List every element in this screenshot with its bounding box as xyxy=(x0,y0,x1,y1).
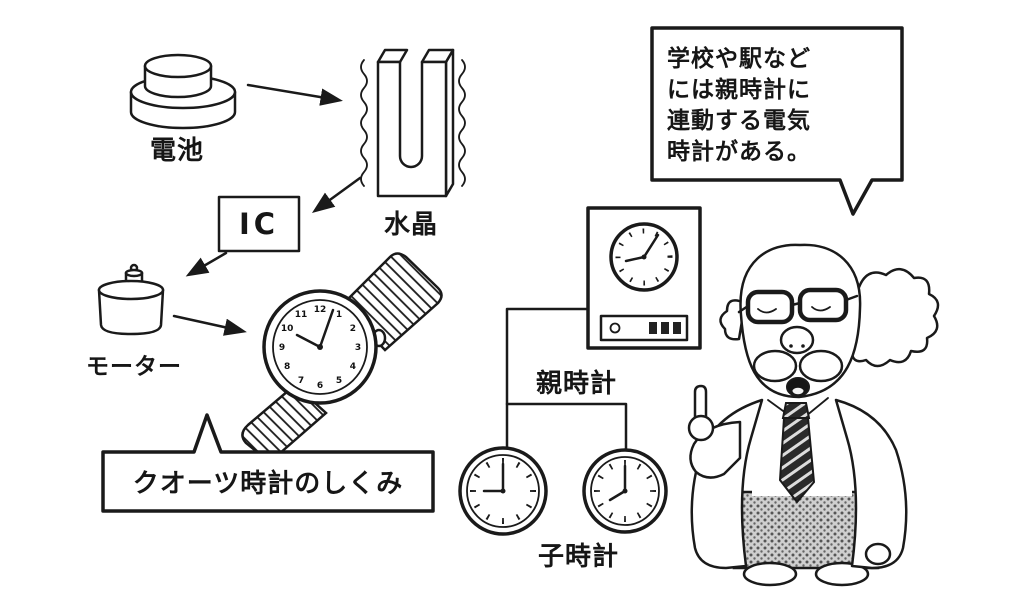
watch-minute-hand xyxy=(318,308,335,349)
child-clock-2 xyxy=(582,448,668,534)
speech-bubble xyxy=(650,26,904,216)
quartz-label: 水晶 xyxy=(384,210,439,240)
svg-text:4: 4 xyxy=(350,362,356,372)
arrow-battery-to-quartz xyxy=(246,83,343,106)
ic-label: IC xyxy=(238,207,280,241)
professor-pointing-hand xyxy=(687,384,742,479)
child-clocks-label: 子時計 xyxy=(538,542,620,572)
quartz-crystal-illustration xyxy=(360,48,466,198)
professor-hair-right xyxy=(850,268,940,368)
caption-text: クオーツ時計のしくみ xyxy=(132,469,404,499)
speech-bubble-text: 学校や駅など には親時計に 連動する電気 時計がある。 xyxy=(667,46,811,165)
professor-right-hand xyxy=(864,542,892,566)
professor-tie xyxy=(778,402,816,504)
arrow-ic-to-motor xyxy=(185,251,228,277)
professor-illustration xyxy=(687,243,940,587)
svg-text:2: 2 xyxy=(350,324,356,334)
ic-box xyxy=(217,195,301,253)
svg-text:12: 12 xyxy=(314,305,327,315)
svg-text:6: 6 xyxy=(317,381,323,391)
clock-wiring-lines xyxy=(505,307,628,451)
child-clock-1 xyxy=(458,446,548,536)
battery-illustration xyxy=(129,53,237,130)
closed-eye-left xyxy=(757,308,777,314)
professor-glasses xyxy=(737,287,859,325)
svg-text:5: 5 xyxy=(336,376,342,386)
arrow-quartz-to-ic xyxy=(311,176,362,213)
professor-coat-right xyxy=(834,398,908,570)
professor-shoe-right xyxy=(814,561,870,587)
svg-text:11: 11 xyxy=(295,310,308,320)
closed-eye-right xyxy=(811,306,831,312)
professor-mouth xyxy=(786,377,810,397)
arrow-motor-to-watch xyxy=(172,314,247,336)
professor-nose xyxy=(779,325,815,355)
professor-shoe-left xyxy=(742,561,798,587)
caption-bubble xyxy=(101,413,435,513)
master-clock-label: 親時計 xyxy=(536,369,618,399)
battery-label: 電池 xyxy=(150,136,205,166)
svg-text:8: 8 xyxy=(284,362,290,372)
svg-text:9: 9 xyxy=(279,343,285,353)
svg-text:3: 3 xyxy=(355,343,361,353)
svg-text:7: 7 xyxy=(298,376,304,386)
professor-hair-left xyxy=(719,299,747,341)
svg-text:10: 10 xyxy=(281,324,294,334)
professor-mustache-left xyxy=(752,349,798,383)
motor-illustration xyxy=(97,263,165,336)
master-clock-panel xyxy=(599,314,689,342)
master-clock-illustration xyxy=(586,206,702,350)
professor-mustache-right xyxy=(798,349,844,383)
watch-hour-hand xyxy=(295,333,322,349)
svg-text:1: 1 xyxy=(336,310,342,320)
motor-label: モーター xyxy=(86,354,182,380)
